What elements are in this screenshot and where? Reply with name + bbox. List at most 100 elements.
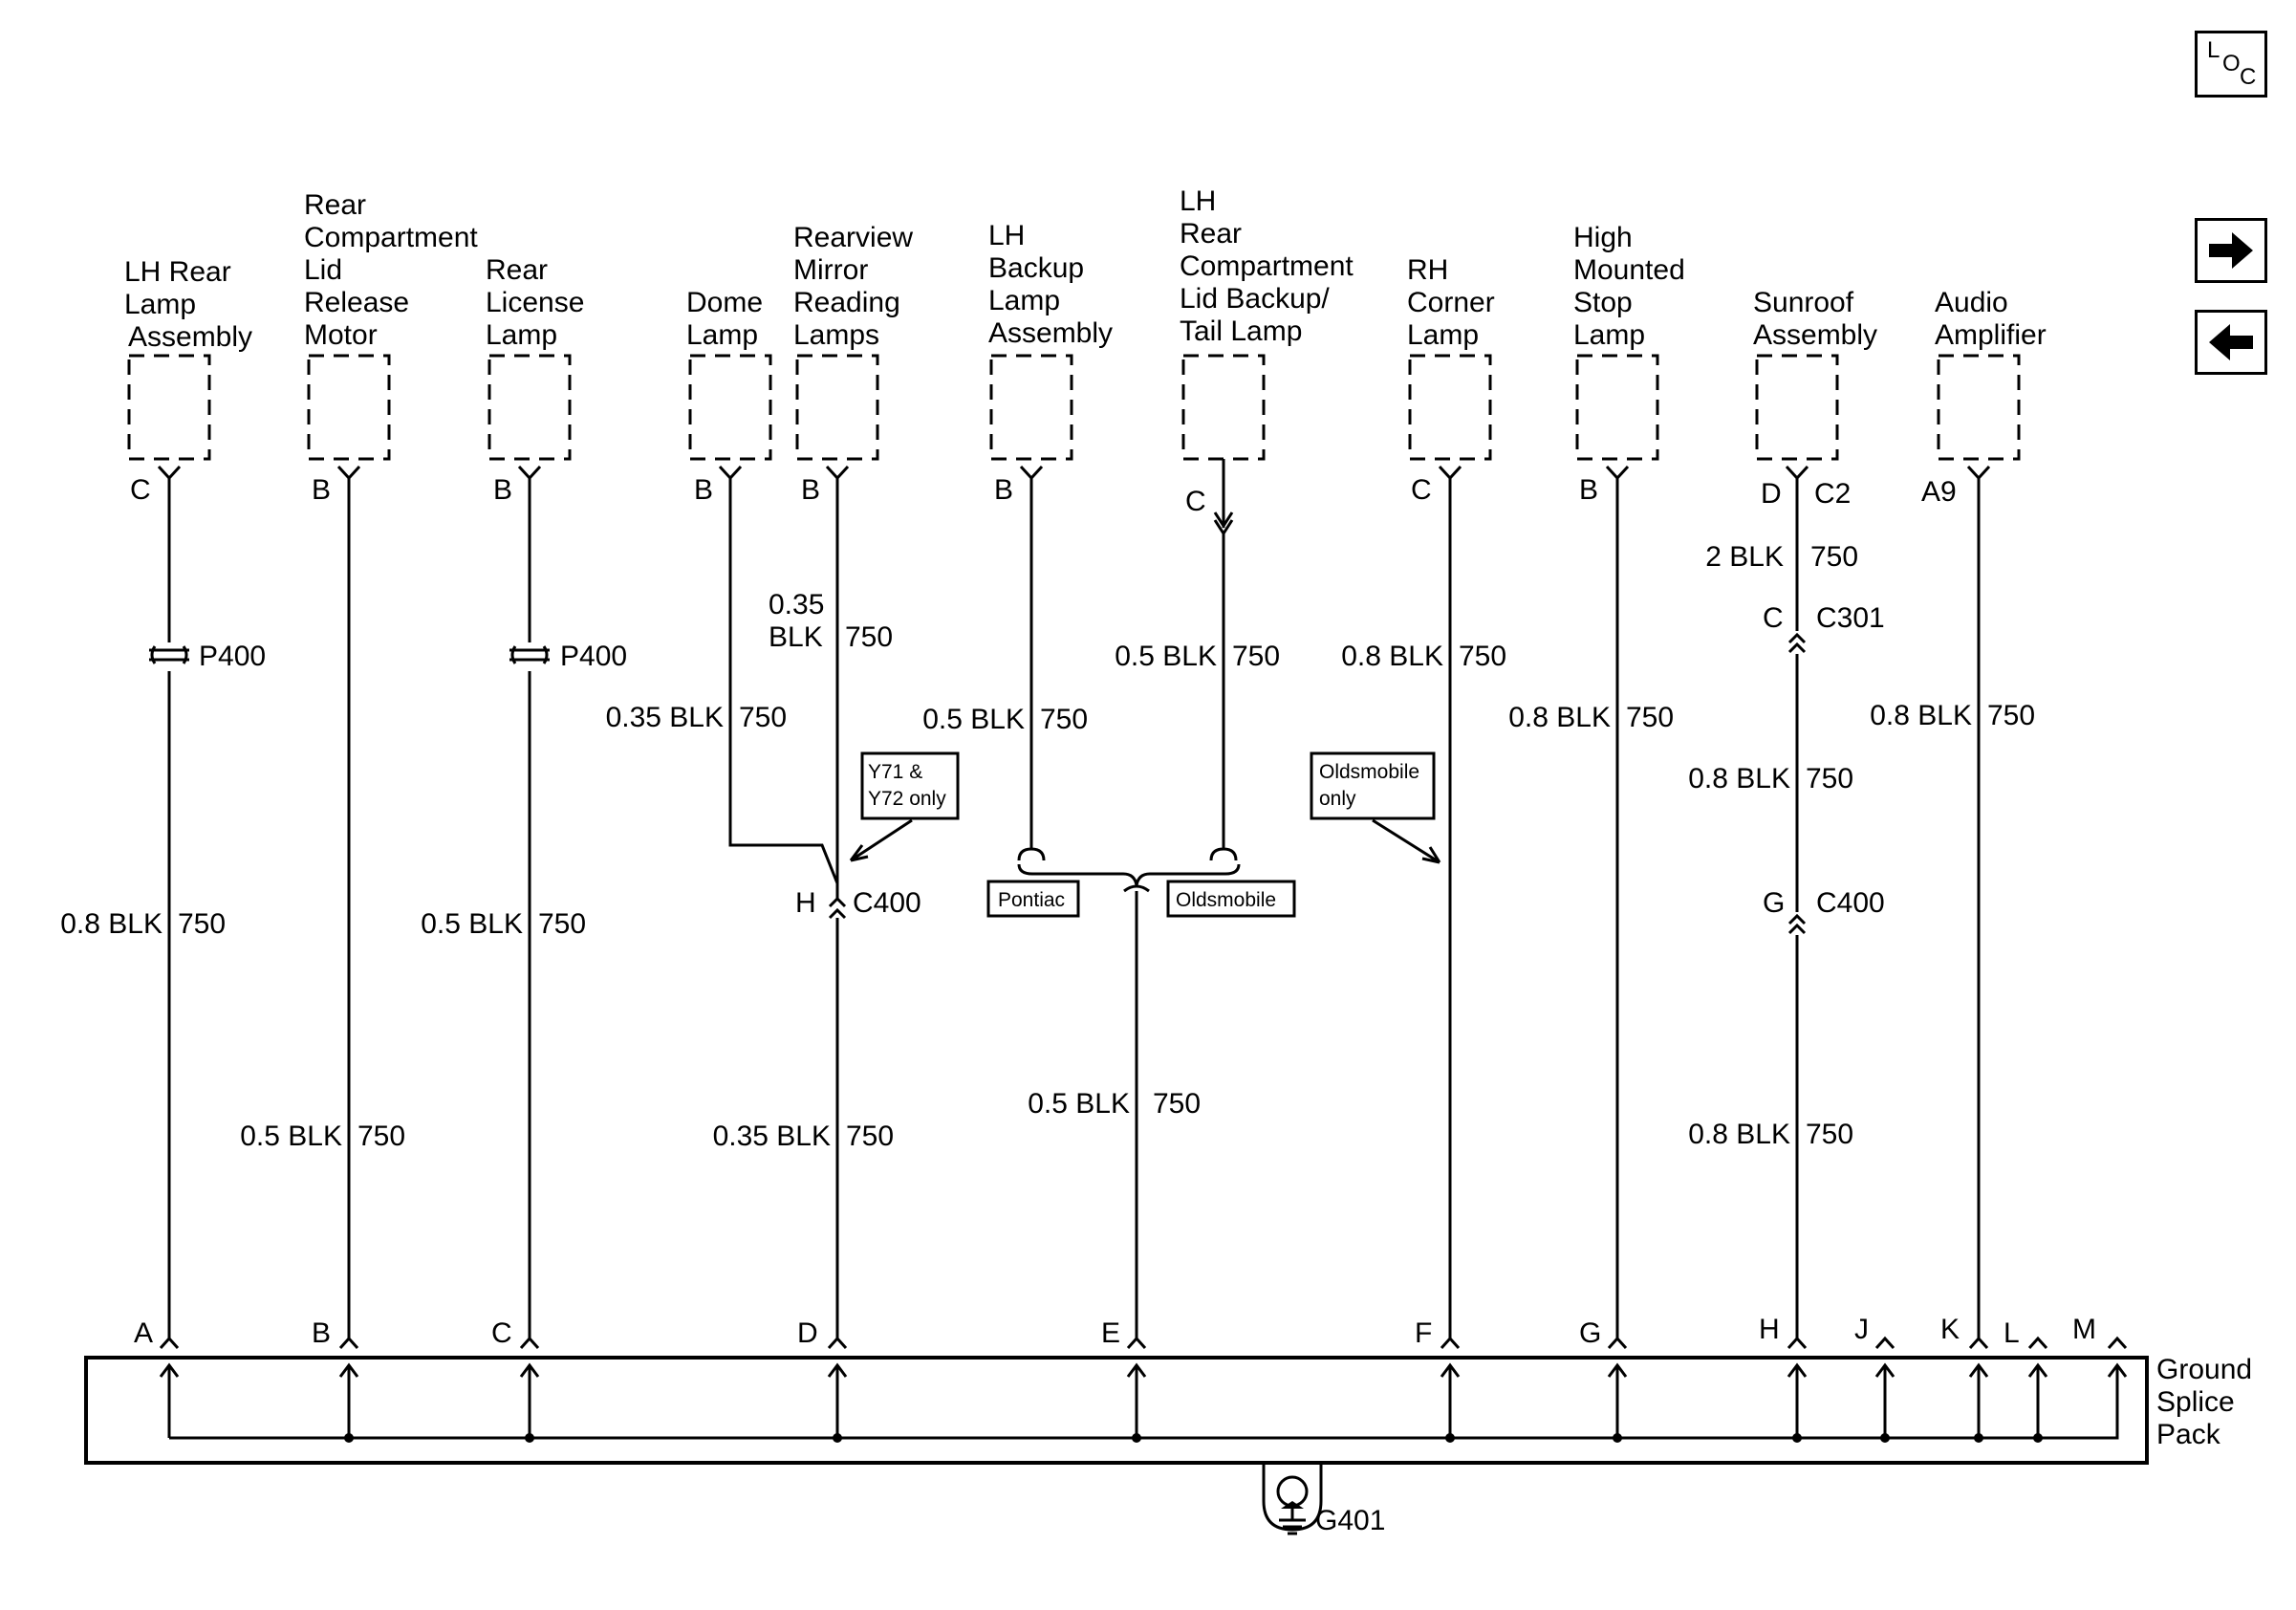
splice-pin-m: M: [2072, 1314, 2096, 1345]
y71-note-arrow: [849, 818, 913, 862]
label-rh-corner-lamp: RH Corner Lamp: [1407, 254, 1503, 351]
pin-f-symbol: [1440, 1336, 1461, 1350]
label-reading-lamps: Rearview Mirror Reading Lamps: [793, 222, 921, 351]
wire-lh-backup-gauge: 0.5 BLK: [922, 704, 1025, 735]
pin-j-symbol: [1874, 1336, 1895, 1350]
p400-label-a: P400: [199, 641, 266, 672]
wire-h-c-circuit: 750: [1806, 1119, 1853, 1150]
pin-e-symbol: [1126, 1336, 1147, 1350]
pin-rh-corner-lamp: C: [1411, 474, 1432, 506]
rear-license-lamp-box: [487, 354, 572, 461]
wire-c-circuit: 750: [538, 908, 586, 940]
splice-pin-j: J: [1854, 1314, 1869, 1345]
wire-reading-gauge-2: BLK: [769, 621, 823, 653]
oldsmobile-only-note: Oldsmobile only: [1319, 761, 1425, 810]
wire-h-c-gauge: 0.8 BLK: [1688, 1119, 1790, 1150]
arrow-left-icon: [2209, 324, 2253, 360]
pin-g-symbol: [1607, 1336, 1628, 1350]
wire-f-gauge: 0.8 BLK: [1341, 641, 1443, 672]
oldsmobile-tag-box: [1166, 880, 1296, 918]
pin-symbol-10: [1785, 465, 1809, 486]
c400-symbol-g: [1787, 913, 1807, 935]
wire-e: [1123, 884, 1150, 1340]
loc-letter-o: O: [2222, 51, 2241, 76]
pontiac-tag: Pontiac: [998, 889, 1065, 911]
pin-symbol-8: [1438, 465, 1462, 486]
splice-pin-e: E: [1101, 1317, 1120, 1349]
c400-symbol-h: [828, 896, 847, 920]
wire-h-b-gauge: 0.8 BLK: [1688, 763, 1790, 794]
pin-symbol-1: [157, 465, 182, 486]
pin-h-symbol: [1787, 1336, 1808, 1350]
pin-symbol-6: [1019, 465, 1044, 486]
pin-b-symbol: [338, 1336, 359, 1350]
oldsmobile-only-note-box: [1310, 751, 1436, 820]
ground-splice-pack-box: [84, 1356, 2149, 1465]
ground-label: G401: [1315, 1505, 1385, 1536]
wire-k-gauge: 0.8 BLK: [1870, 700, 1972, 731]
splice-pack-internal: [159, 1362, 2128, 1440]
pin-lh-backup-lamp: B: [994, 474, 1013, 506]
c400-label-h: C400: [1816, 887, 1885, 919]
component-boxes: [127, 354, 2021, 461]
ground-icon: [1279, 1506, 1306, 1535]
p400-label-c: P400: [560, 641, 627, 672]
wire-h-b-circuit: 750: [1806, 763, 1853, 794]
c400-label-d: C400: [853, 887, 921, 919]
y71-y72-note: Y71 & Y72 only: [868, 761, 946, 810]
wire-lh-backup-circuit: 750: [1040, 704, 1088, 735]
ground-splice-pack-label: Ground Splice Pack: [2156, 1354, 2260, 1450]
pin-c-symbol: [519, 1336, 540, 1350]
wire-b-gauge: 0.5 BLK: [240, 1120, 342, 1152]
pin-dome-lamp: B: [694, 474, 713, 506]
pin-lid-release-motor: B: [312, 474, 331, 506]
lid-release-motor-box: [307, 354, 391, 461]
wire-f-circuit: 750: [1459, 641, 1506, 672]
pin-symbol-5: [825, 465, 850, 486]
previous-page-button[interactable]: [2195, 310, 2267, 375]
label-lid-release-motor: Rear Compartment Lid Release Motor: [304, 189, 486, 351]
splice-pin-l: L: [2004, 1317, 2020, 1349]
label-lid-backup-tail-lamp: LH Rear Compartment Lid Backup/ Tail Lam…: [1180, 185, 1361, 347]
next-page-button[interactable]: [2195, 218, 2267, 283]
c400-pin-g: G: [1763, 887, 1785, 919]
c301-symbol: [1787, 632, 1807, 654]
pin-symbol-2: [336, 465, 361, 486]
splice-pin-d: D: [797, 1317, 818, 1349]
p400-symbol-c: [509, 645, 550, 664]
wire-h-a-gauge: 2 BLK: [1705, 541, 1784, 573]
splice-pin-k: K: [1940, 1314, 1960, 1345]
wire-dome-lamp: [728, 486, 839, 884]
splice-dots: [344, 1433, 2043, 1443]
wire-reading-gauge-1: 0.35: [769, 589, 824, 620]
y71-y72-note-box: [860, 751, 960, 820]
c301-pin: C: [1763, 602, 1784, 634]
label-audio-amplifier: Audio Amplifier: [1935, 287, 2047, 351]
wire-d-gauge: 0.35 BLK: [713, 1120, 831, 1152]
label-rear-license-lamp: Rear License Lamp: [486, 254, 593, 351]
location-view-button[interactable]: L O C: [2195, 31, 2267, 98]
c400-pin-h: H: [795, 887, 816, 919]
pin-symbol-4: [718, 465, 743, 486]
pin-symbol-11: [1966, 465, 1991, 486]
dome-lamp-box: [688, 354, 772, 461]
label-dome-lamp: Dome Lamp: [686, 287, 770, 351]
lh-backup-lamp-box: [989, 354, 1073, 461]
reading-lamps-box: [795, 354, 879, 461]
wire-dome-gauge: 0.35 BLK: [606, 702, 724, 733]
label-high-mounted-stop-lamp: High Mounted Stop Lamp: [1573, 222, 1693, 351]
pin-sunroof: D: [1761, 478, 1782, 510]
c301-label: C301: [1816, 602, 1885, 634]
ground-lead: [1262, 1463, 1323, 1532]
wire-lid-backup-gauge: 0.5 BLK: [1115, 641, 1217, 672]
sunroof-assembly-box: [1755, 354, 1839, 461]
wire-h-a-circuit: 750: [1810, 541, 1858, 573]
wire-c-gauge: 0.5 BLK: [421, 908, 523, 940]
pin-lid-backup-tail-lamp: C: [1185, 486, 1206, 517]
p400-symbol-a: [149, 645, 189, 664]
arrow-right-icon: [2209, 232, 2253, 269]
pin-audio-amplifier: A9: [1921, 476, 1957, 508]
splice-pin-f: F: [1415, 1317, 1432, 1349]
ground-symbol-fill: [1281, 1501, 1304, 1509]
